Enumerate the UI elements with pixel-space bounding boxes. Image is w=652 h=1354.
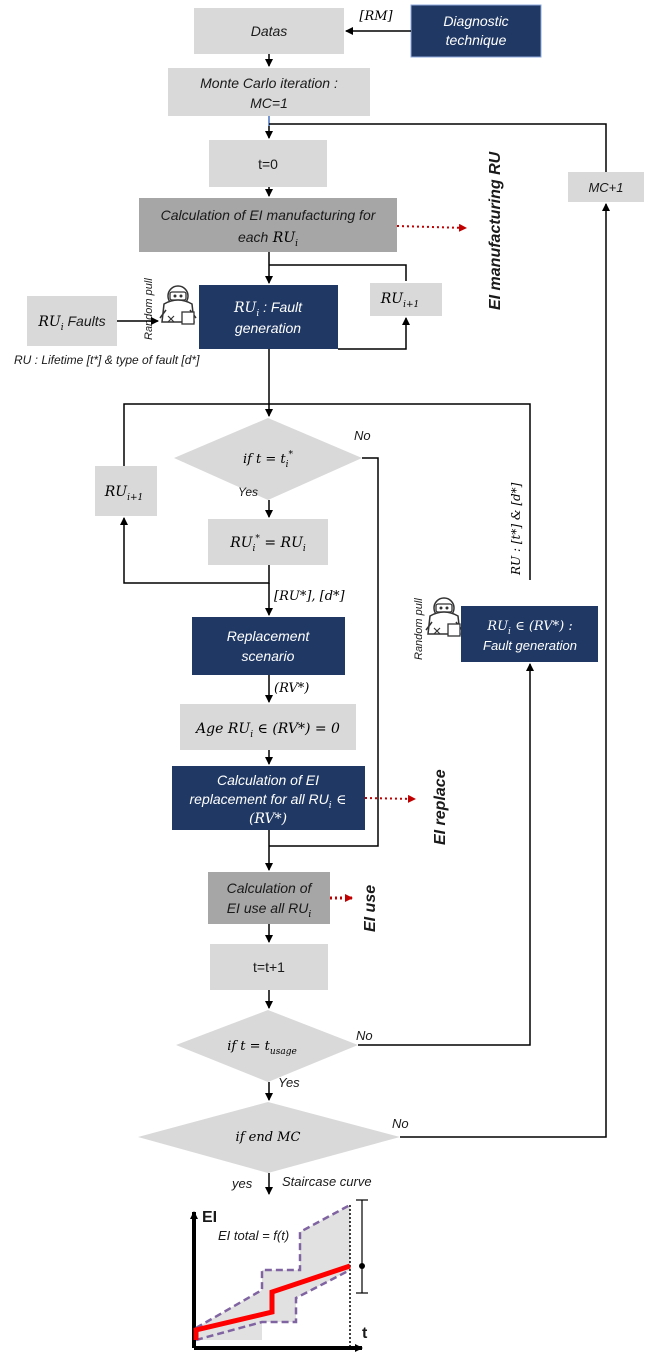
calc-replacement-label-2: replacement for all RUi ∈	[190, 791, 347, 811]
if-t-usage-label: if t = tusage	[227, 1039, 297, 1057]
upper-bound-line	[195, 1203, 351, 1330]
red-dotted-arrows	[330, 223, 467, 902]
calc-manufacturing-label-1: Calculation of EI manufacturing for	[161, 207, 377, 223]
no-label-3: No	[392, 1116, 409, 1131]
ei-manufacturing-side-label: EI manufacturing RU	[487, 151, 504, 310]
mc-plus-box: MC+1	[568, 172, 644, 202]
ru-star-box: RUi* = RUi	[208, 519, 328, 565]
ru-i1-box-top: RUi+1	[370, 283, 442, 316]
if-end-mc-diamond: if end MC	[138, 1102, 400, 1173]
ru-i1-box-left: RUi+1	[95, 466, 157, 516]
diagnostic-technique-box: Diagnostic technique	[410, 4, 542, 58]
calc-use-label-1: Calculation of	[227, 880, 314, 896]
ei-mini-chart: EI t EI total = f(t)	[190, 1199, 368, 1352]
mc-plus-label: MC+1	[588, 180, 623, 195]
age-box: Age RUi ∈ (RV*) = 0	[180, 704, 356, 750]
ru-i1-label-top: RUi+1	[380, 291, 420, 310]
random-pull-label-1: Random pull	[143, 278, 155, 340]
t0-label: t=0	[258, 156, 278, 172]
rv-fault-generation-label-1: RUi ∈ (RV*) :	[486, 619, 572, 637]
yes-label-2: Yes	[278, 1075, 300, 1090]
calc-manufacturing-box: Calculation of EI manufacturing for each…	[139, 198, 397, 252]
monte-carlo-box: Monte Carlo iteration : MC=1	[168, 68, 370, 116]
datas-box: Datas	[194, 8, 344, 54]
replacement-scenario-box: Replacement scenario	[192, 617, 345, 675]
ei-y-label: EI	[202, 1209, 217, 1226]
fault-generation-label-2: generation	[235, 320, 301, 336]
diagnostic-label-1: Diagnostic	[443, 13, 508, 29]
ei-use-side-label: EI use	[362, 885, 379, 932]
no-label-1: No	[354, 428, 371, 443]
monte-carlo-label-1: Monte Carlo iteration :	[200, 75, 338, 91]
if-t-ti-diamond: if t = ti*	[174, 418, 362, 500]
random-pull-label-2: Random pull	[413, 598, 425, 660]
fault-generation-label-1: RUi : Fault	[233, 299, 303, 319]
connectors	[117, 27, 610, 1195]
ru-i1-label-left: RUi+1	[104, 484, 144, 503]
random-pull-robot-1: Random pull	[143, 278, 197, 340]
rv-fault-generation-box: RUi ∈ (RV*) : Fault generation	[461, 606, 598, 662]
if-t-usage-diamond: if t = tusage	[176, 1010, 358, 1082]
no-label-2: No	[356, 1028, 373, 1043]
rm-label: [RM]	[359, 9, 393, 24]
ei-x-label: t	[362, 1325, 368, 1342]
yes-label-1: Yes	[238, 485, 258, 499]
lower-bound-line	[195, 1268, 351, 1342]
if-end-mc-label: if end MC	[236, 1130, 301, 1145]
calc-use-box: Calculation of EI use all RUi	[208, 872, 330, 924]
diagnostic-label-2: technique	[446, 32, 507, 48]
mean-curve	[193, 1263, 351, 1340]
calc-manufacturing-label-2: each RUi	[238, 229, 298, 249]
monte-carlo-label-2: MC=1	[250, 95, 288, 111]
ru-ti-di-label: RU : [t*] & [d*]	[509, 482, 523, 576]
yes-label-3: yes	[231, 1176, 253, 1191]
calc-replacement-label-1: Calculation of EI	[217, 772, 319, 788]
rv-label: (RV*)	[274, 681, 309, 696]
replacement-scenario-label-2: scenario	[242, 648, 295, 664]
ru-faults-box: RUi Faults	[27, 296, 117, 346]
age-label: Age RUi ∈ (RV*) = 0	[194, 721, 340, 740]
if-t-ti-label: if t = ti*	[243, 450, 294, 470]
random-pull-robot-2: Random pull	[413, 597, 463, 660]
ru-star-label: RUi* = RUi	[229, 534, 306, 554]
lifetime-label: RU : Lifetime [t*] & type of fault [d*]	[14, 353, 200, 367]
calc-replacement-box: Calculation of EI replacement for all RU…	[172, 766, 365, 830]
calc-replacement-label-3: (RV*)	[249, 811, 287, 827]
replacement-scenario-label-1: Replacement	[227, 628, 311, 644]
ru-faults-label: RUi Faults	[37, 313, 105, 333]
rv-fault-generation-label-2: Fault generation	[483, 638, 577, 653]
ei-formula: EI total = f(t)	[218, 1228, 289, 1243]
t-plus-label: t=t+1	[253, 959, 285, 975]
fault-generation-box: RUi : Fault generation	[199, 285, 338, 349]
t-plus-box: t=t+1	[210, 944, 328, 990]
ei-replace-side-label: EI replace	[432, 769, 449, 845]
calc-use-label-2: EI use all RUi	[227, 900, 312, 920]
datas-label: Datas	[251, 23, 288, 39]
staircase-label: Staircase curve	[282, 1174, 372, 1189]
t0-box: t=0	[209, 140, 327, 187]
ru-d-label: [RU*], [d*]	[274, 589, 346, 604]
